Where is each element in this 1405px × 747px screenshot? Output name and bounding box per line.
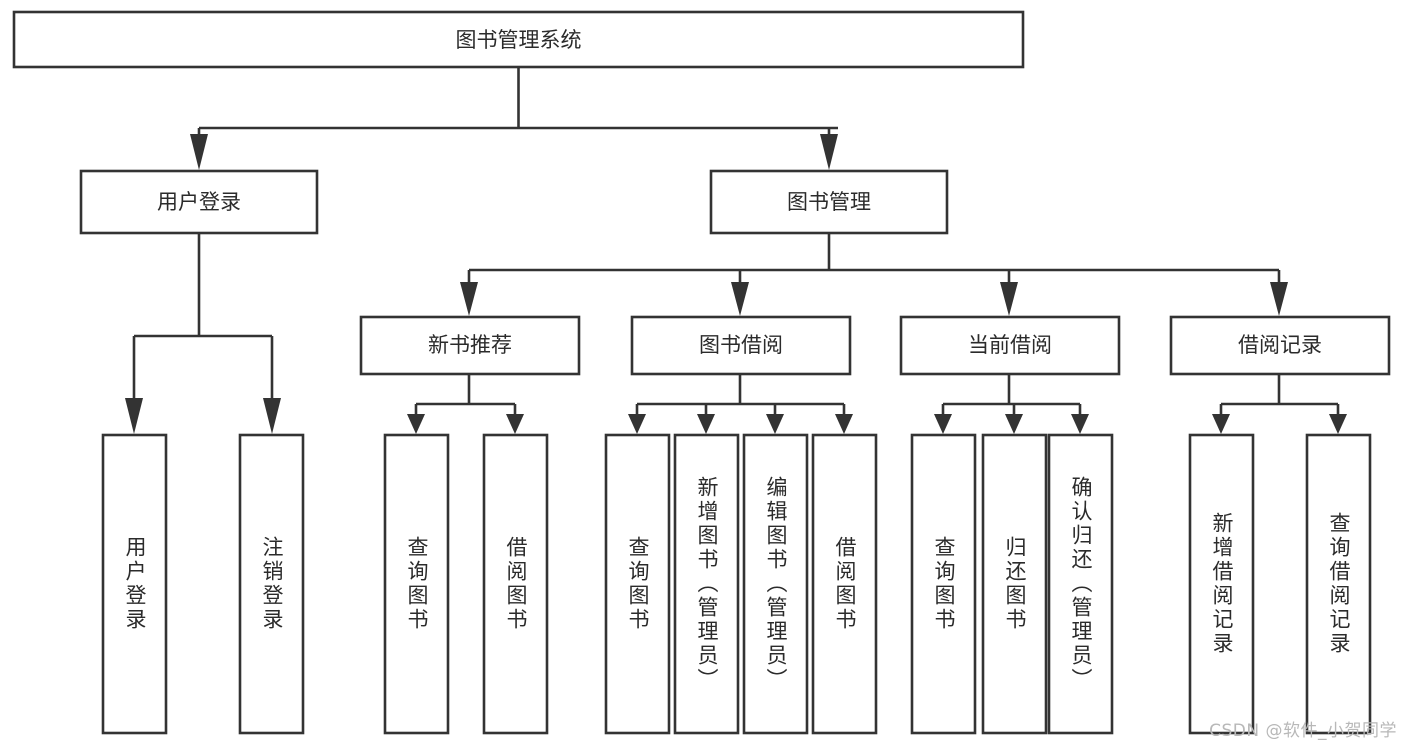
node-current-borrow-label: 当前借阅: [968, 333, 1052, 357]
arrow-icon-to-leaf-borrow-book: [835, 414, 853, 434]
arrow-icon-to-new-book-rec: [460, 282, 478, 316]
node-borrow-record[interactable]: 借阅记录: [1169, 315, 1391, 376]
node-leaf-user-login-box[interactable]: [101, 433, 168, 735]
arrow-icon-to-book-borrow: [731, 282, 749, 316]
arrow-icon-to-user-login: [190, 134, 208, 170]
node-borrow-record-box[interactable]: [1169, 315, 1391, 376]
arrow-icon-to-leaf-confirm-return: [1071, 414, 1089, 434]
node-leaf-return-book-box[interactable]: [981, 433, 1048, 735]
node-user-login[interactable]: 用户登录: [79, 169, 319, 235]
csdn-watermark: CSDN @软件_小贺同学: [1209, 721, 1397, 741]
node-root-box[interactable]: [12, 10, 1025, 69]
node-leaf-edit-book-box[interactable]: [742, 433, 809, 735]
node-new-book-rec-label: 新书推荐: [428, 333, 512, 357]
arrow-icon-to-book-manage: [820, 134, 838, 170]
node-new-book-rec[interactable]: 新书推荐: [359, 315, 581, 376]
node-book-borrow[interactable]: 图书借阅: [630, 315, 852, 376]
arrow-icon-to-leaf-add-book: [697, 414, 715, 434]
arrow-icon-to-leaf-edit-book: [766, 414, 784, 434]
leaf-box-layer: [101, 433, 1372, 735]
arrow-icon-to-leaf-query-book-rec: [407, 414, 425, 434]
node-book-manage[interactable]: 图书管理: [709, 169, 949, 235]
node-leaf-borrow-book-box[interactable]: [811, 433, 878, 735]
arrow-icon-to-leaf-return-book: [1005, 414, 1023, 434]
node-current-borrow-box[interactable]: [899, 315, 1121, 376]
node-user-login-box[interactable]: [79, 169, 319, 235]
node-leaf-query-book-borrow-box[interactable]: [604, 433, 671, 735]
arrow-icon-to-leaf-borrow-book-rec: [506, 414, 524, 434]
connector-layer: [132, 67, 1340, 414]
arrow-icon-to-leaf-query-book-borrow: [628, 414, 646, 434]
node-leaf-query-book-cur-box[interactable]: [910, 433, 977, 735]
node-leaf-add-book-box[interactable]: [673, 433, 740, 735]
node-current-borrow[interactable]: 当前借阅: [899, 315, 1121, 376]
arrow-icon-to-leaf-user-login: [125, 398, 143, 434]
node-new-book-rec-box[interactable]: [359, 315, 581, 376]
node-root[interactable]: 图书管理系统: [12, 10, 1025, 69]
arrow-icon-to-leaf-logout: [263, 398, 281, 434]
node-book-borrow-box[interactable]: [630, 315, 852, 376]
node-leaf-add-record-box[interactable]: [1188, 433, 1255, 735]
node-leaf-query-record-box[interactable]: [1305, 433, 1372, 735]
node-leaf-borrow-book-rec-box[interactable]: [482, 433, 549, 735]
arrow-icon-to-leaf-query-book-cur: [934, 414, 952, 434]
node-book-borrow-label: 图书借阅: [699, 333, 783, 357]
node-borrow-record-label: 借阅记录: [1238, 333, 1322, 357]
arrow-icon-to-leaf-add-record: [1212, 414, 1230, 434]
node-leaf-logout-box[interactable]: [238, 433, 305, 735]
arrowhead-layer: [125, 134, 1347, 434]
node-leaf-query-book-rec-box[interactable]: [383, 433, 450, 735]
node-book-manage-label: 图书管理: [787, 190, 871, 214]
node-book-manage-box[interactable]: [709, 169, 949, 235]
arrow-icon-to-borrow-record: [1270, 282, 1288, 316]
node-user-login-label: 用户登录: [157, 190, 241, 214]
node-leaf-confirm-return-box[interactable]: [1047, 433, 1114, 735]
node-root-label: 图书管理系统: [456, 28, 582, 52]
arrow-icon-to-leaf-query-record: [1329, 414, 1347, 434]
arrow-icon-to-current-borrow: [1000, 282, 1018, 316]
